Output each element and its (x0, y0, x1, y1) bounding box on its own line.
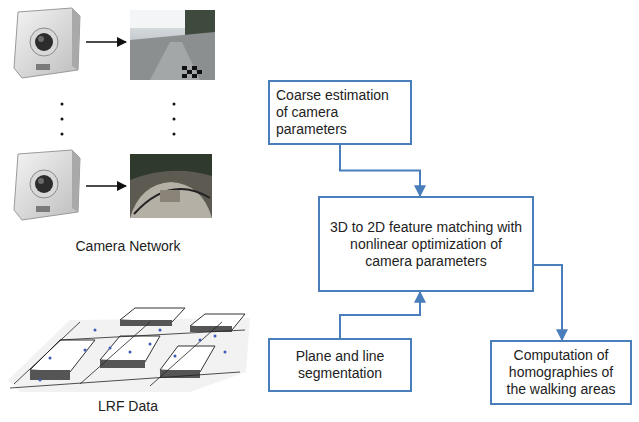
caption-label: LRF Data (48, 398, 208, 415)
process-box: Coarse estimation of camera parameters (268, 80, 412, 145)
camera-photo (130, 154, 212, 218)
box-text: Computation of homographies of the walki… (498, 347, 624, 398)
process-box: Computation of homographies of the walki… (490, 340, 632, 405)
flow-arrow (340, 292, 420, 338)
lrf-point-cloud (8, 308, 250, 392)
box-text: Coarse estimation of camera parameters (276, 87, 404, 138)
ellipsis-dots (61, 103, 176, 136)
box-text: Plane and line segmentation (276, 348, 404, 382)
camera-icon (14, 150, 80, 220)
process-box: 3D to 2D feature matching with nonlinear… (318, 196, 534, 292)
camera-arrow (86, 185, 126, 187)
flow-arrow (534, 265, 562, 340)
camera-arrow (86, 41, 126, 43)
process-box: Plane and line segmentation (268, 338, 412, 392)
flow-arrow (340, 145, 420, 196)
box-text: 3D to 2D feature matching with nonlinear… (326, 219, 526, 270)
caption-label: Camera Network (48, 238, 208, 255)
camera-icon (14, 8, 80, 78)
camera-photo (130, 10, 215, 80)
